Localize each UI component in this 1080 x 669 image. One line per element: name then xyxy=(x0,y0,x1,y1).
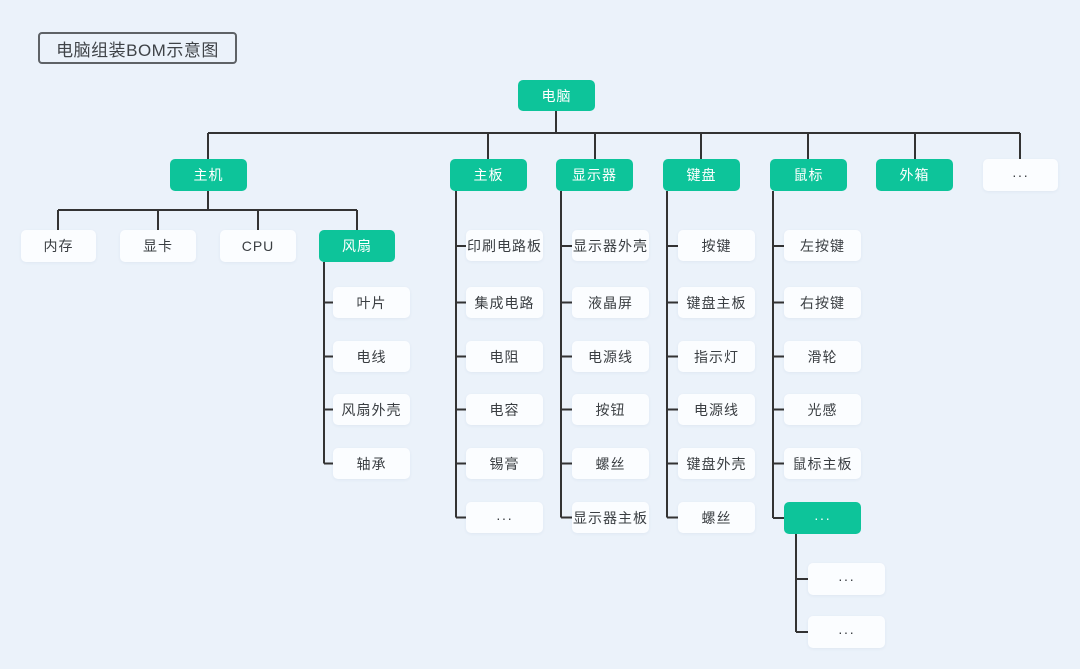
node-solder-paste[interactable]: 锡膏 xyxy=(466,448,543,479)
node-fan-bearing[interactable]: 轴承 xyxy=(333,448,410,479)
node-keyboard-board[interactable]: 键盘主板 xyxy=(678,287,755,318)
node-monitor-board[interactable]: 显示器主板 xyxy=(572,502,649,533)
node-mouse[interactable]: 鼠标 xyxy=(770,159,847,191)
node-keyboard[interactable]: 键盘 xyxy=(663,159,740,191)
node-memory[interactable]: 内存 xyxy=(21,230,96,262)
node-gpu[interactable]: 显卡 xyxy=(120,230,196,262)
node-keyboard-power-cable[interactable]: 电源线 xyxy=(678,394,755,425)
node-right-button[interactable]: 右按键 xyxy=(784,287,861,318)
node-capacitor[interactable]: 电容 xyxy=(466,394,543,425)
node-mouse-board[interactable]: 鼠标主板 xyxy=(784,448,861,479)
node-more-mouse-child-1[interactable]: ··· xyxy=(808,563,885,595)
node-more-top[interactable]: ··· xyxy=(983,159,1058,191)
node-monitor-power-cable[interactable]: 电源线 xyxy=(572,341,649,372)
node-resistor[interactable]: 电阻 xyxy=(466,341,543,372)
node-indicator-light[interactable]: 指示灯 xyxy=(678,341,755,372)
node-pcb[interactable]: 印刷电路板 xyxy=(466,230,543,261)
node-more-mouse[interactable]: ··· xyxy=(784,502,861,534)
node-motherboard[interactable]: 主板 xyxy=(450,159,527,191)
node-monitor-button[interactable]: 按钮 xyxy=(572,394,649,425)
node-fan[interactable]: 风扇 xyxy=(319,230,395,262)
node-monitor[interactable]: 显示器 xyxy=(556,159,633,191)
node-host[interactable]: 主机 xyxy=(170,159,247,191)
diagram-title-box: 电脑组装BOM示意图 xyxy=(38,32,237,64)
node-left-button[interactable]: 左按键 xyxy=(784,230,861,261)
node-outer-case[interactable]: 外箱 xyxy=(876,159,953,191)
node-light-sensor[interactable]: 光感 xyxy=(784,394,861,425)
node-cpu[interactable]: CPU xyxy=(220,230,296,262)
node-monitor-screw[interactable]: 螺丝 xyxy=(572,448,649,479)
node-fan-shell[interactable]: 风扇外壳 xyxy=(333,394,410,425)
node-ic[interactable]: 集成电路 xyxy=(466,287,543,318)
node-keyboard-shell[interactable]: 键盘外壳 xyxy=(678,448,755,479)
node-fan-wire[interactable]: 电线 xyxy=(333,341,410,372)
node-keycap[interactable]: 按键 xyxy=(678,230,755,261)
node-monitor-shell[interactable]: 显示器外壳 xyxy=(572,230,649,261)
node-lcd-screen[interactable]: 液晶屏 xyxy=(572,287,649,318)
node-more-mouse-child-2[interactable]: ··· xyxy=(808,616,885,648)
node-scroll-wheel[interactable]: 滑轮 xyxy=(784,341,861,372)
node-more-motherboard[interactable]: ··· xyxy=(466,502,543,533)
node-keyboard-screw[interactable]: 螺丝 xyxy=(678,502,755,533)
diagram-title: 电脑组装BOM示意图 xyxy=(56,40,219,60)
node-fan-blade[interactable]: 叶片 xyxy=(333,287,410,318)
node-computer[interactable]: 电脑 xyxy=(518,80,595,111)
